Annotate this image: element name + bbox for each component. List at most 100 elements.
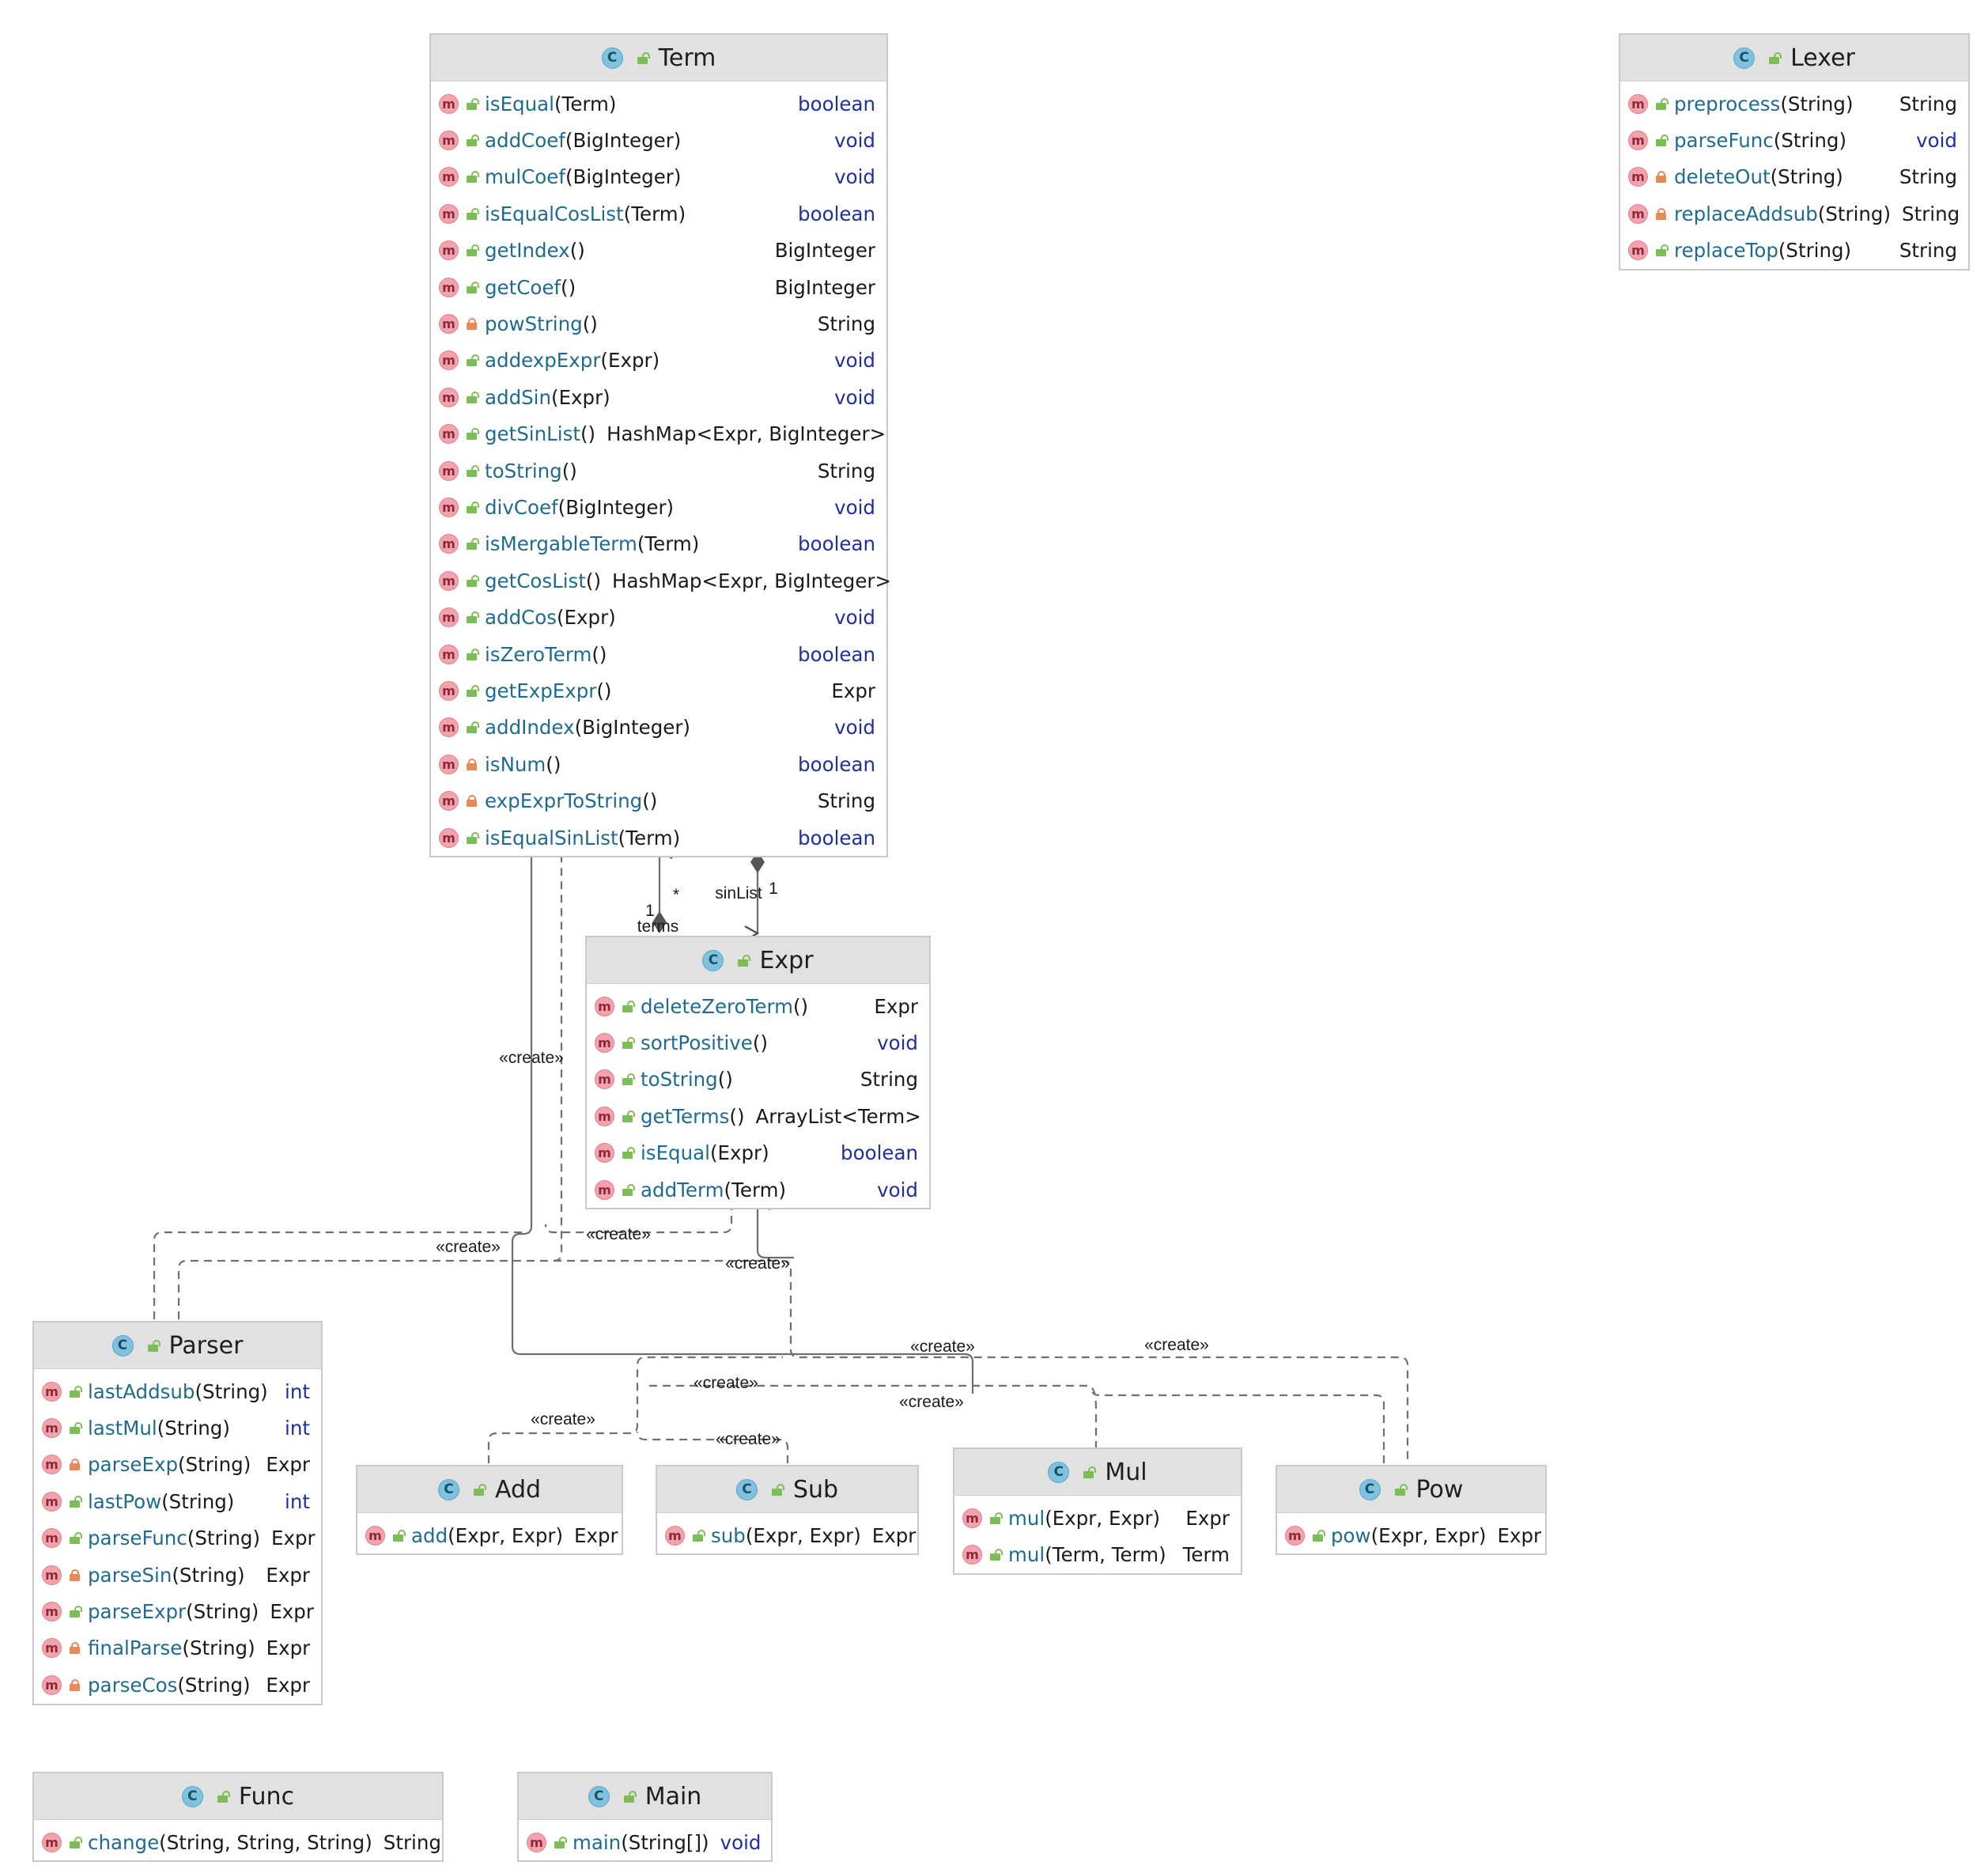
- method-params: (Term): [623, 202, 686, 225]
- method-params: (String[]): [621, 1830, 709, 1854]
- terms-role-label: terms: [637, 918, 679, 936]
- public-visibility-icon: [693, 1529, 705, 1542]
- method-return-type: boolean: [798, 642, 875, 666]
- method-params: (): [546, 752, 561, 776]
- create-label-parser-term: «create»: [436, 1238, 501, 1256]
- method-return-type: Expr: [574, 1523, 618, 1547]
- method-signature: getTerms(): [641, 1105, 745, 1128]
- public-visibility-icon: [70, 1495, 82, 1508]
- method-icon: m: [595, 1179, 614, 1200]
- method-return-type: void: [834, 606, 875, 630]
- method-name: addCos: [485, 606, 557, 630]
- public-visibility-icon: [622, 1000, 635, 1012]
- method-signature: parseCos(String): [88, 1674, 255, 1697]
- public-visibility-icon: [467, 611, 479, 624]
- create-label-sub-a: «create»: [694, 1374, 758, 1392]
- class-name: Add: [494, 1475, 542, 1504]
- method-params: (): [561, 275, 576, 299]
- method-return-type: Expr: [266, 1673, 310, 1697]
- method-name: addTerm: [641, 1178, 724, 1201]
- method-params: (): [642, 789, 658, 813]
- method-name: getCoef: [485, 275, 561, 299]
- method-name: parseCos: [88, 1673, 178, 1697]
- create-label-expr: «create»: [725, 1254, 790, 1273]
- public-visibility-icon: [467, 354, 479, 367]
- method-signature: toString(): [485, 460, 807, 482]
- method-params: (Term, Term): [1045, 1543, 1166, 1567]
- method-name: finalParse: [88, 1637, 183, 1660]
- method-params: (Expr, Expr): [1045, 1506, 1161, 1530]
- method-icon: m: [1628, 167, 1648, 187]
- method-return-type: Expr: [266, 1453, 310, 1477]
- create-label-mul-b: «create»: [899, 1393, 964, 1411]
- method-return-type: HashMap<Expr, BigInteger>: [607, 422, 886, 446]
- public-visibility-icon: [1083, 1466, 1097, 1478]
- method-return-type: Expr: [266, 1637, 311, 1660]
- public-visibility-icon: [217, 1790, 230, 1803]
- method-return-type: void: [834, 716, 875, 740]
- method-params: (String): [182, 1637, 255, 1660]
- method-return-type: String: [860, 1068, 918, 1092]
